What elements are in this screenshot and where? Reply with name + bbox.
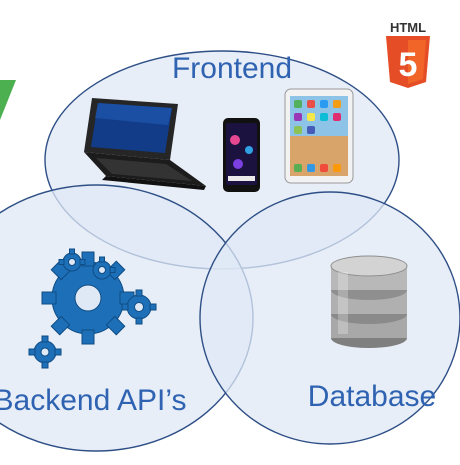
database-icon <box>330 255 408 348</box>
database-label: Database <box>308 380 436 413</box>
smartphone-icon <box>223 118 260 192</box>
tablet-icon <box>284 88 354 184</box>
html5-logo: HTML 5 <box>386 20 430 88</box>
html5-logo-text: HTML <box>390 20 426 35</box>
laptop-icon <box>84 98 206 190</box>
gears-icon <box>28 248 157 369</box>
html5-logo-number: 5 <box>399 46 418 84</box>
circle-database <box>199 191 460 445</box>
green-check-fragment <box>0 80 16 120</box>
frontend-label: Frontend <box>172 52 292 85</box>
backend-label: Backend API’s <box>0 384 186 417</box>
